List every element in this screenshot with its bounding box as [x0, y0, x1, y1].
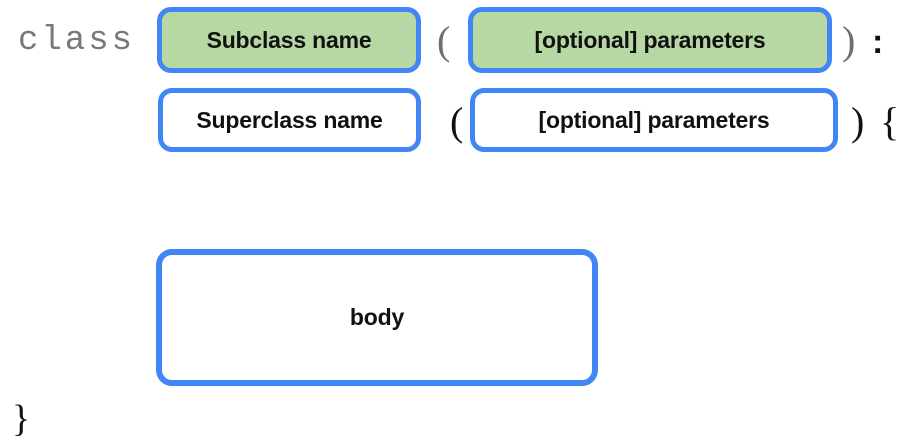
subclass-parameters-box[interactable]: [optional] parameters — [468, 7, 832, 73]
superclass-name-box[interactable]: Superclass name — [158, 88, 421, 152]
row2-open-brace: { — [880, 99, 900, 144]
closing-brace: } — [12, 398, 31, 440]
superclass-name-label: Superclass name — [196, 106, 383, 133]
superclass-parameters-box[interactable]: [optional] parameters — [470, 88, 838, 152]
subclass-parameters-label: [optional] parameters — [534, 26, 766, 53]
subclass-name-label: Subclass name — [206, 26, 372, 53]
keyword-class: class — [18, 22, 136, 60]
row1-close-paren: ) — [842, 18, 856, 63]
row2-close-paren: ) — [851, 99, 865, 144]
row1-open-paren: ( — [437, 18, 451, 63]
subclass-name-box[interactable]: Subclass name — [157, 7, 421, 73]
superclass-parameters-label: [optional] parameters — [538, 106, 770, 133]
row2-open-paren: ( — [450, 99, 464, 144]
row1-colon: : — [872, 23, 884, 61]
body-label: body — [349, 304, 405, 330]
body-box[interactable]: body — [156, 249, 598, 386]
